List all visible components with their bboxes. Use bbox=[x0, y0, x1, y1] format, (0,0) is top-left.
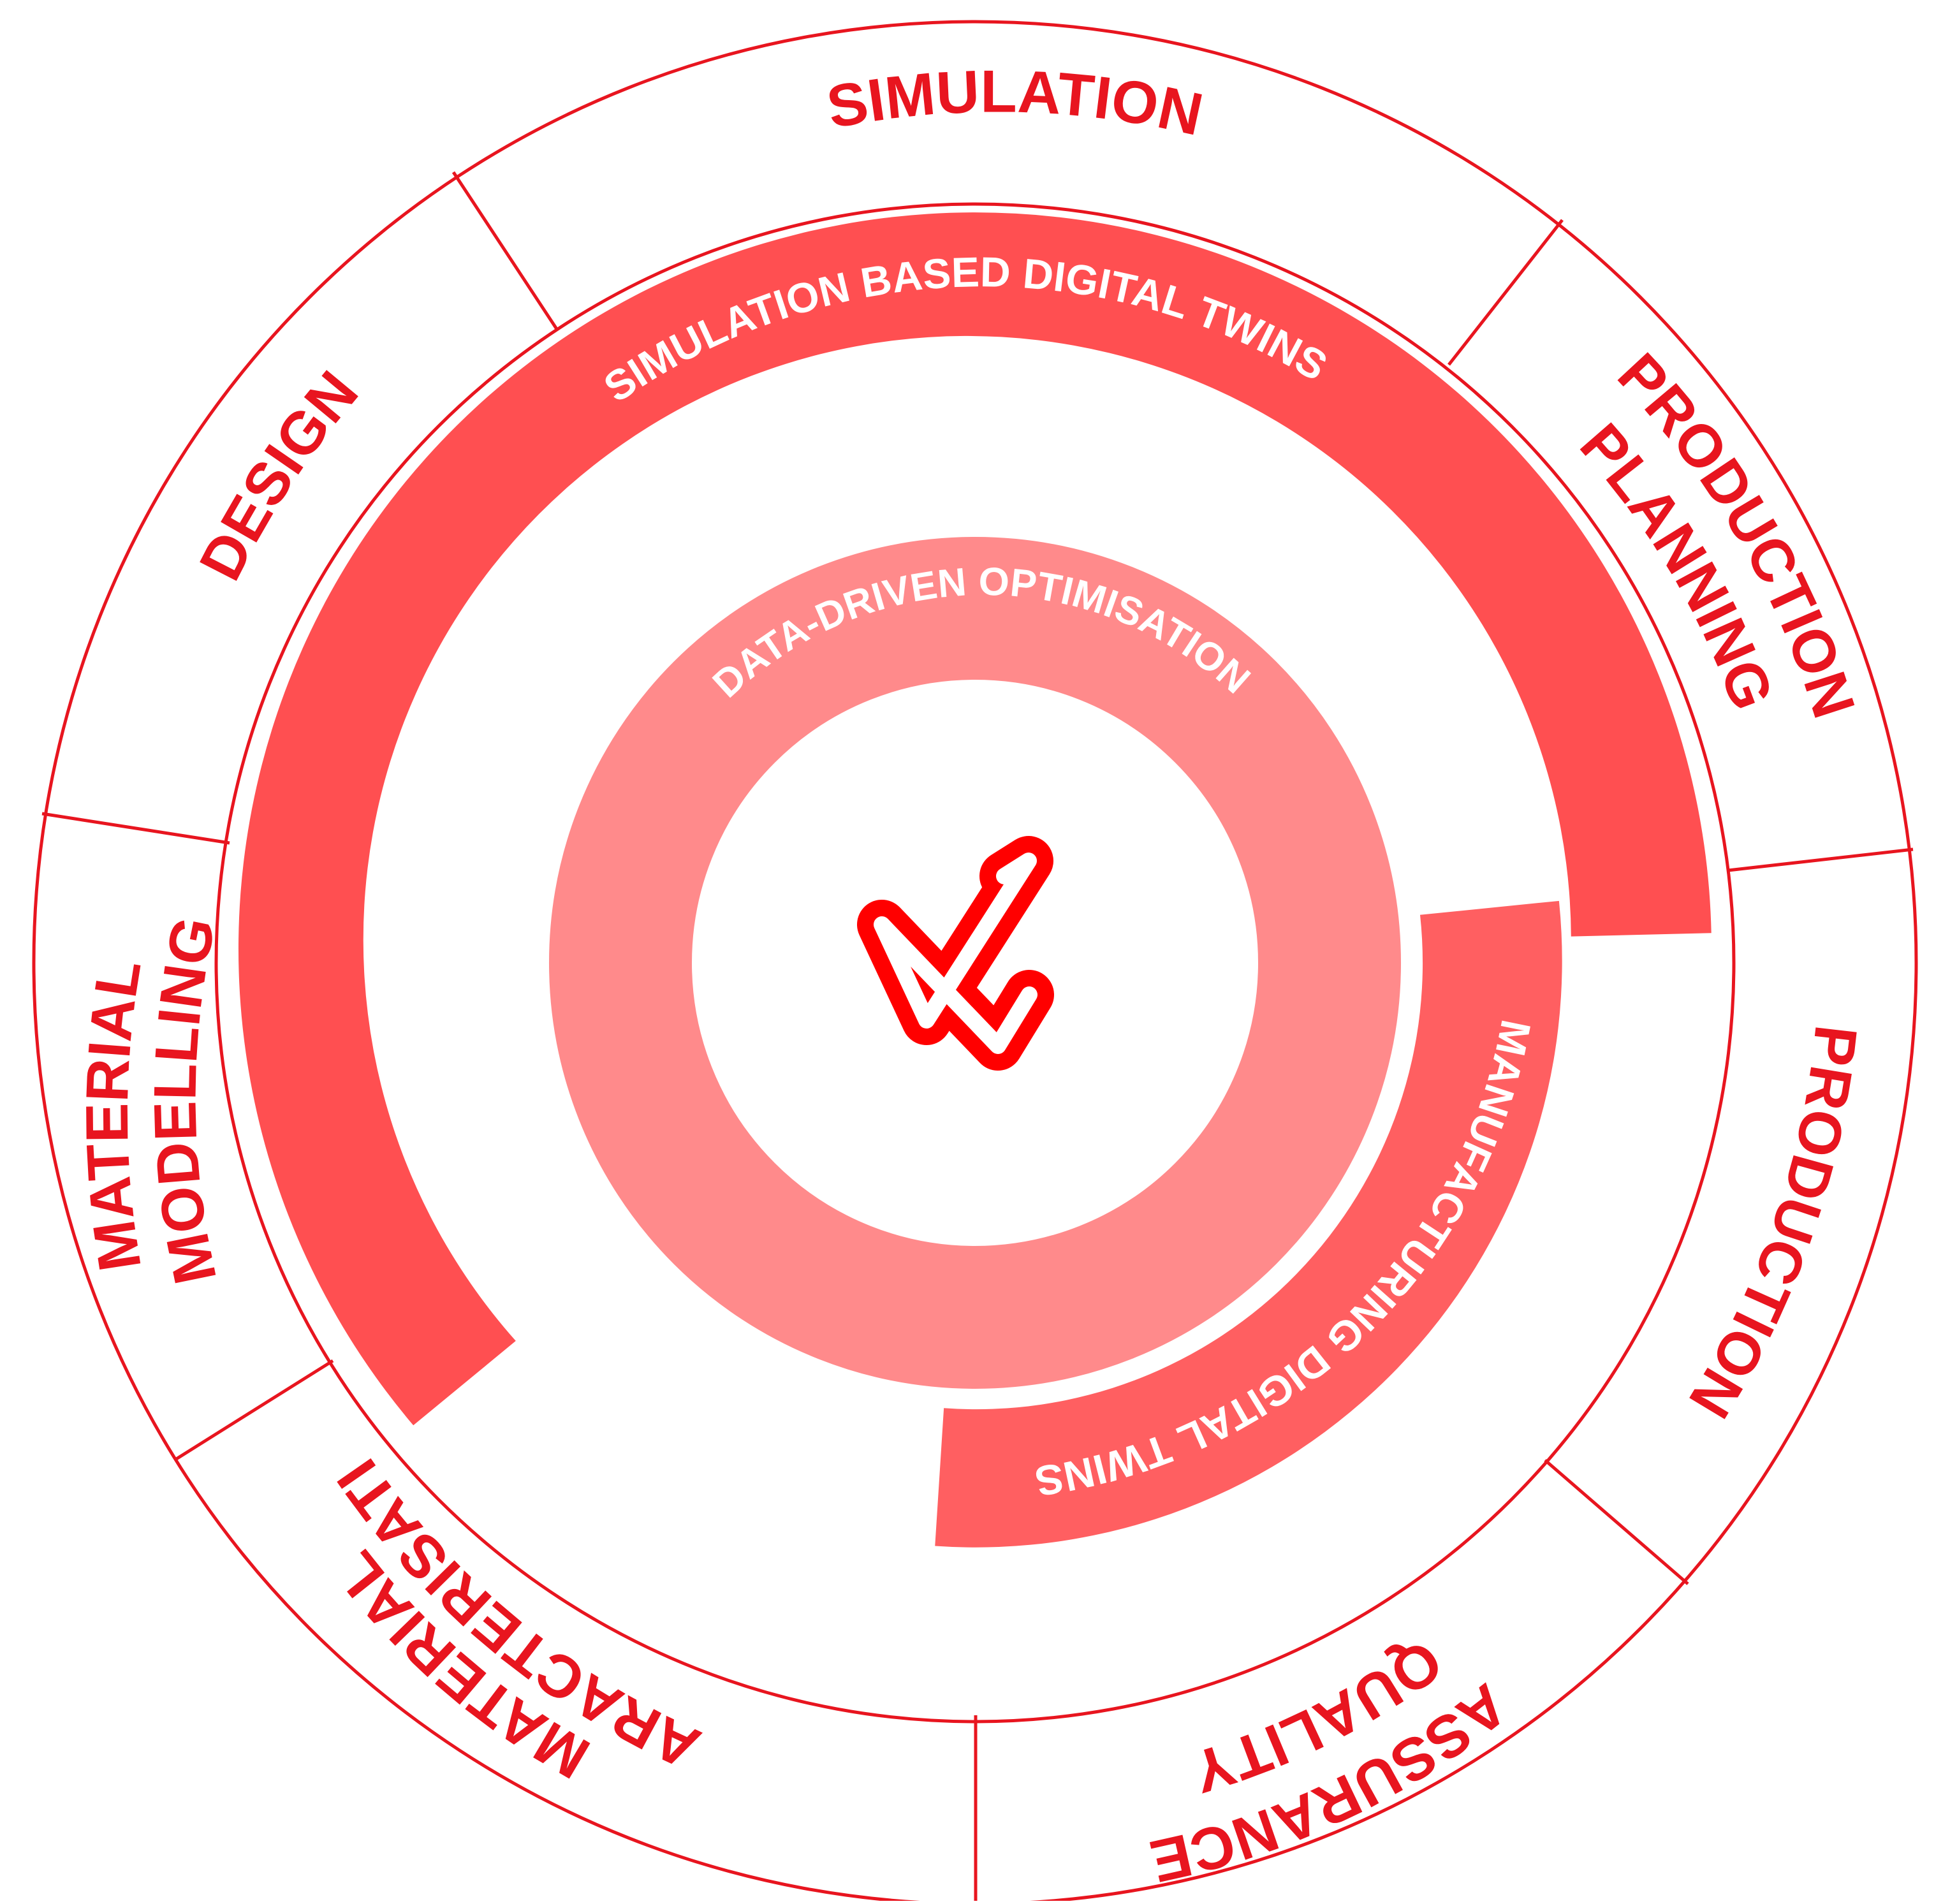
segment-label-design: DESIGN bbox=[186, 358, 370, 590]
divider-characterisation-modelling bbox=[174, 1359, 334, 1461]
segment-label-simulation: SIMULATION bbox=[822, 57, 1208, 148]
manufacturing-digital-twins-band bbox=[935, 900, 1562, 1548]
divider-simulation-production-planning bbox=[1448, 219, 1564, 366]
segment-label-material-modelling-line1: MATERIAL bbox=[73, 955, 154, 1275]
divider-production-quality bbox=[1544, 1459, 1689, 1585]
segment-label-production: PRODUCTION bbox=[1676, 1022, 1870, 1430]
outer-ring-boundary bbox=[32, 20, 1918, 1904]
divider-production-planning-production bbox=[1727, 847, 1914, 872]
data-driven-optimisation-ring bbox=[549, 537, 1401, 1389]
simulation-based-digital-twins-band bbox=[238, 212, 1712, 1426]
segment-label-material-modelling-line2: MODELLING bbox=[141, 911, 229, 1289]
divider-modelling-design bbox=[41, 812, 230, 845]
triangular-knot-logo-icon bbox=[857, 836, 1054, 1071]
divider-design-simulation bbox=[451, 171, 559, 330]
